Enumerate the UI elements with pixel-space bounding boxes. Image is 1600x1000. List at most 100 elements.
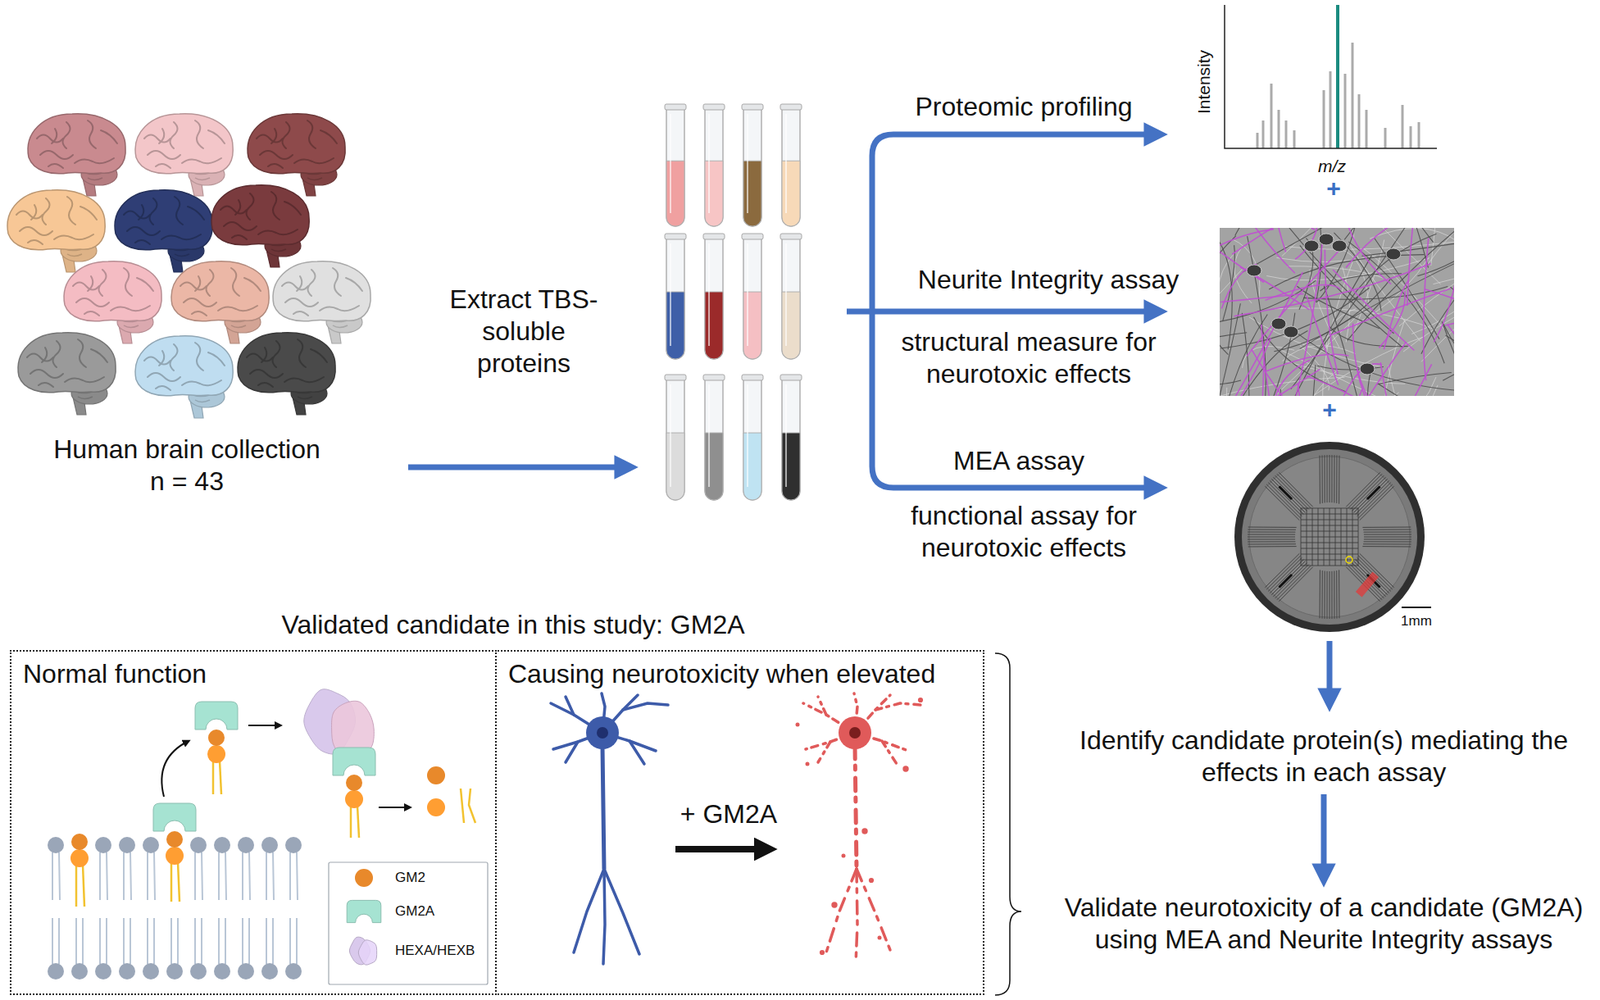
brain-fold xyxy=(191,311,207,316)
swatch-shape xyxy=(354,868,373,887)
mea-trace xyxy=(1329,454,1331,503)
mea-pad xyxy=(1277,485,1293,500)
spectrum-peak xyxy=(1358,94,1361,149)
lipid-head xyxy=(142,963,160,980)
mea-trace xyxy=(1268,557,1302,591)
dendrite xyxy=(622,703,669,710)
mea-trace xyxy=(1319,455,1321,505)
brain-fold xyxy=(231,235,247,240)
brain-fold xyxy=(74,158,114,164)
cerebrum xyxy=(135,336,233,396)
debris xyxy=(831,901,837,908)
cell-body xyxy=(1331,240,1347,252)
lipid-tail xyxy=(123,918,131,964)
brain-fold xyxy=(147,150,181,160)
cerebrum xyxy=(247,113,346,174)
tube-highlight xyxy=(708,384,710,487)
lipid-tail xyxy=(52,852,60,900)
neurite xyxy=(1353,323,1388,396)
mea-trace xyxy=(1354,478,1388,513)
brain-fold xyxy=(345,277,363,291)
brain-fold xyxy=(307,120,316,149)
lipid-tail xyxy=(290,918,297,964)
released-sugar xyxy=(427,766,446,785)
mea-trace xyxy=(1272,477,1307,511)
mea-trace xyxy=(1248,527,1297,528)
dendrite xyxy=(629,740,645,764)
cerebrum xyxy=(27,113,126,174)
lipid-tail xyxy=(76,918,83,964)
tube-rim xyxy=(664,374,687,381)
neurite xyxy=(1296,286,1380,329)
mea-grid xyxy=(1358,508,1360,566)
brain-collection-art xyxy=(7,113,371,419)
lipid-tail xyxy=(195,852,203,900)
brain-fold xyxy=(38,382,54,387)
brain-fold xyxy=(284,377,324,382)
neurite xyxy=(1273,227,1287,252)
mea-trace xyxy=(1264,553,1300,587)
gm2-sugar xyxy=(345,774,363,791)
legend-swatch xyxy=(340,893,387,930)
neurite xyxy=(1344,363,1432,396)
tube-glass xyxy=(743,377,762,500)
brain-fold xyxy=(99,269,107,296)
brain-fold xyxy=(281,282,309,291)
lipid-tail xyxy=(75,864,78,907)
brain-fold xyxy=(258,229,298,235)
tube-highlight xyxy=(746,384,749,487)
brain-fold xyxy=(144,357,171,365)
cerebrum xyxy=(63,261,162,322)
arrow-sublabel: structural measure for neurotoxic effect… xyxy=(893,326,1164,391)
neurite xyxy=(1274,308,1437,331)
lipid-head xyxy=(142,836,160,854)
lipid-head xyxy=(190,836,207,854)
brain-fold xyxy=(258,382,273,387)
gm2-sugar xyxy=(208,729,225,746)
healthy-neuron xyxy=(550,693,669,964)
neurite xyxy=(1231,227,1348,255)
connectors xyxy=(1323,794,1325,881)
neurite xyxy=(1219,227,1315,231)
neurite xyxy=(1219,227,1264,283)
cell-body xyxy=(1271,318,1287,330)
flow-arrow xyxy=(846,309,1161,315)
neurite xyxy=(1361,231,1455,257)
gm2a-protein xyxy=(195,701,238,730)
mea-grid xyxy=(1340,508,1342,566)
brain-fold xyxy=(308,269,316,296)
mea-trace xyxy=(1352,477,1387,511)
brain-fold xyxy=(27,240,43,245)
neurite xyxy=(1234,313,1250,396)
neurite xyxy=(1225,387,1230,396)
tube-highlight xyxy=(708,243,710,346)
neurite xyxy=(1219,229,1274,290)
lipid-tail xyxy=(123,852,132,900)
brain-fold xyxy=(90,349,108,363)
neurite xyxy=(1265,285,1341,301)
brain xyxy=(272,261,371,344)
scale-label: 1mm xyxy=(1400,613,1432,631)
debris xyxy=(841,854,846,859)
dendrite xyxy=(818,696,827,715)
lipid-tail xyxy=(100,852,108,900)
cell-body xyxy=(1359,363,1375,375)
mea-trace xyxy=(1322,454,1323,504)
step-arrow xyxy=(378,806,410,809)
neurite xyxy=(1222,245,1236,321)
tube-rim xyxy=(780,374,802,381)
mea-trace xyxy=(1271,561,1305,596)
neurite xyxy=(1219,368,1320,396)
neurite xyxy=(1329,327,1408,347)
mea-trace xyxy=(1363,543,1412,545)
mass-spectrum xyxy=(1224,4,1437,149)
brain-fold xyxy=(268,163,283,169)
mea-trace xyxy=(1338,569,1340,619)
flow-arrow xyxy=(408,464,632,471)
lipid-tail xyxy=(212,760,215,795)
axon xyxy=(604,868,640,955)
brain-fold xyxy=(144,135,171,143)
arrow-label: Neurite Integrity assay xyxy=(918,263,1179,296)
spectrum-peak xyxy=(1418,122,1421,149)
